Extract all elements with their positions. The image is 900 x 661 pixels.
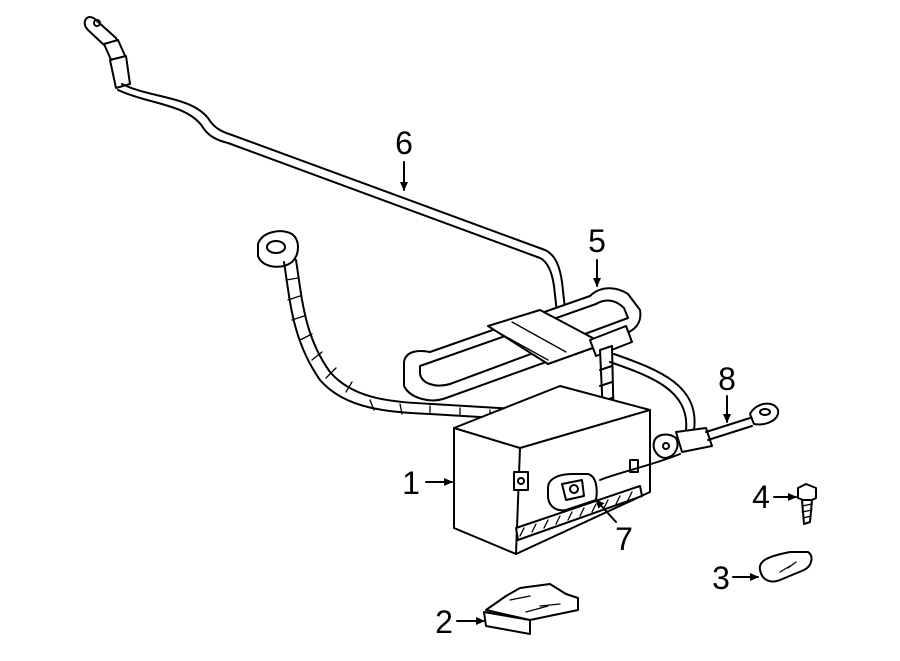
positive-cable xyxy=(83,16,567,323)
callout-7: 7 xyxy=(615,521,633,557)
callout-3: 3 xyxy=(712,560,730,596)
hold-down-clamp xyxy=(483,583,579,635)
callout-2: 2 xyxy=(435,604,453,640)
callout-5: 5 xyxy=(588,223,606,259)
callout-8: 8 xyxy=(718,361,736,397)
callout-4: 4 xyxy=(752,479,770,515)
ground-cable xyxy=(599,353,780,481)
callout-arrows xyxy=(400,161,797,625)
terminal-cover xyxy=(758,551,813,583)
bolt xyxy=(797,483,817,525)
battery xyxy=(453,385,651,555)
callout-1: 1 xyxy=(402,465,420,501)
callout-6: 6 xyxy=(395,125,413,161)
